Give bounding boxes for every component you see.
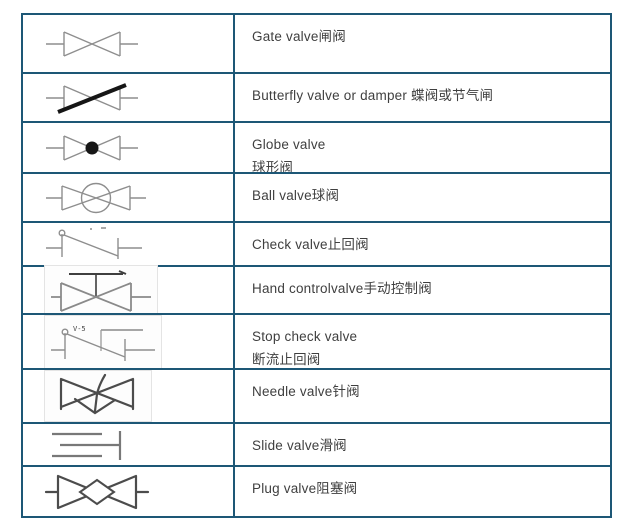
stop-check-valve-icon: V-5 <box>51 325 155 361</box>
label-cell: Globe valve 球形阀 <box>235 121 610 175</box>
label-cell: Needle valve针阀 <box>235 368 610 422</box>
valve-name: Stop check valve <box>252 329 358 344</box>
valve-name: Butterfly valve or damper 蝶阀或节气闸 <box>252 88 494 103</box>
symbol-image-frame <box>44 265 158 315</box>
symbol-cell-stop-check-valve: V-5 <box>23 313 235 369</box>
valve-name: Needle valve针阀 <box>252 384 360 399</box>
hand-control-valve-icon <box>51 270 151 312</box>
symbol-cell-butterfly-valve <box>23 72 235 121</box>
valve-name: Hand controlvalve手动控制阀 <box>252 281 432 296</box>
valve-name-cn: 球形阀 <box>252 160 294 175</box>
ball-valve-icon <box>46 182 146 213</box>
valve-tag-annotation: V-5 <box>73 325 86 333</box>
plug-valve-icon <box>44 474 150 509</box>
symbol-cell-hand-control-valve <box>23 265 235 315</box>
label-cell: Plug valve阻塞阀 <box>235 465 610 516</box>
check-valve-icon <box>46 227 142 259</box>
valve-legend-table: Gate valve闸阀 Butterfly valve or damper 蝶… <box>21 13 612 518</box>
label-cell: Slide valve滑阀 <box>235 422 610 465</box>
needle-valve-icon <box>59 373 135 415</box>
slide-valve-icon <box>52 430 122 460</box>
gate-valve-icon <box>46 30 138 57</box>
symbol-image-frame <box>44 370 152 422</box>
symbol-cell-gate-valve <box>23 15 235 72</box>
symbol-cell-plug-valve <box>23 465 235 516</box>
valve-name: Ball valve球阀 <box>252 188 340 203</box>
label-cell: Ball valve球阀 <box>235 172 610 221</box>
valve-name: Globe valve <box>252 137 326 152</box>
label-cell: Gate valve闸阀 <box>235 15 610 72</box>
symbol-image-frame: V-5 <box>44 314 162 369</box>
valve-name: Plug valve阻塞阀 <box>252 481 358 496</box>
symbol-cell-slide-valve <box>23 422 235 465</box>
symbol-cell-globe-valve <box>23 121 235 172</box>
label-cell: Check valve止回阀 <box>235 221 610 265</box>
valve-name: Check valve止回阀 <box>252 237 369 252</box>
symbol-cell-check-valve <box>23 221 235 265</box>
valve-name: Slide valve滑阀 <box>252 438 347 453</box>
label-cell: Butterfly valve or damper 蝶阀或节气闸 <box>235 72 610 121</box>
symbol-cell-ball-valve <box>23 172 235 221</box>
valve-name: Gate valve闸阀 <box>252 29 346 44</box>
globe-valve-icon <box>46 134 138 161</box>
label-cell: Hand controlvalve手动控制阀 <box>235 265 610 313</box>
label-cell: Stop check valve 断流止回阀 <box>235 313 610 368</box>
valve-name-cn: 断流止回阀 <box>252 352 321 367</box>
butterfly-valve-icon <box>46 82 138 114</box>
symbol-cell-needle-valve <box>23 368 235 422</box>
